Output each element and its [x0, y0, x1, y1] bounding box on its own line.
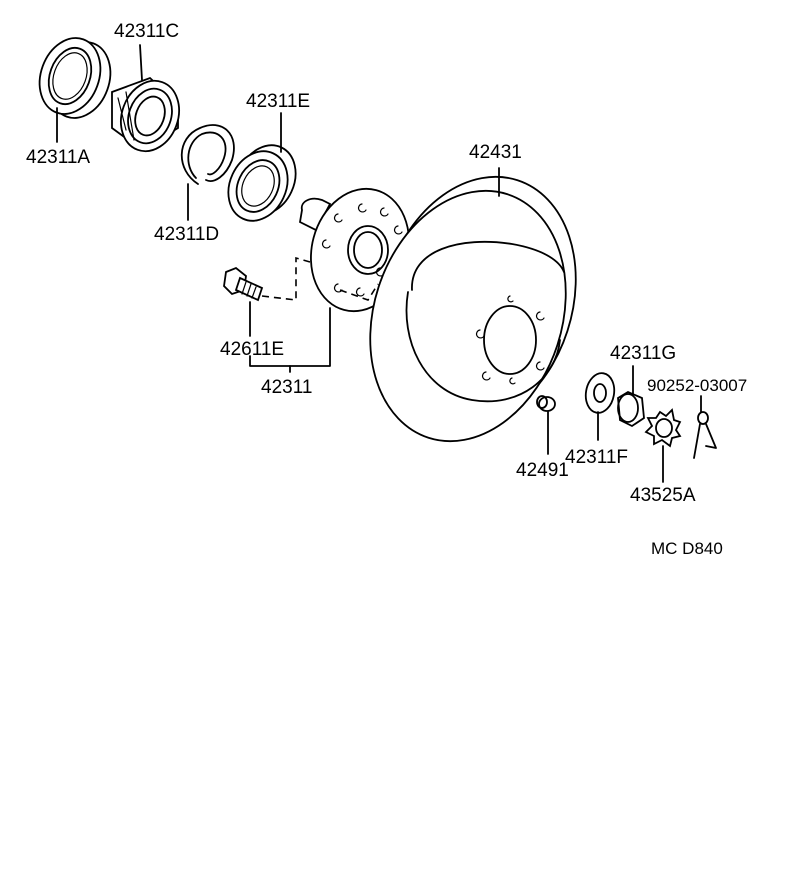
label-42611E: 42611E	[220, 339, 284, 360]
label-43525A: 43525A	[630, 485, 696, 506]
label-42491: 42491	[516, 460, 569, 481]
label-42311C: 42311C	[114, 21, 179, 42]
label-42311D: 42311D	[154, 224, 219, 245]
oil-seal-42311A	[38, 37, 112, 119]
disc-rotor-42431	[369, 175, 577, 443]
label-42311F: 42311F	[565, 447, 628, 468]
label-42311: 42311	[261, 377, 312, 398]
bearing-42311C	[111, 76, 180, 153]
label-42311G: 42311G	[610, 343, 676, 364]
label-42311A: 42311A	[26, 147, 90, 168]
washer-42311F	[584, 372, 616, 414]
nut-lock-cap-43525A	[644, 408, 682, 448]
nut-42311G	[617, 390, 645, 428]
drawing-code: MC D840	[651, 539, 723, 558]
label-90252-03007: 90252-03007	[647, 376, 747, 395]
screw-42491	[536, 395, 556, 412]
hub-bolt-42611E	[223, 266, 264, 302]
cotter-pin-90252-03007	[693, 411, 717, 459]
oil-seal-42311E	[227, 144, 297, 222]
label-42311E: 42311E	[246, 91, 310, 112]
bolt-path-dashed-2	[339, 283, 379, 301]
bolt-path-dashed	[261, 256, 311, 301]
label-42431: 42431	[469, 142, 522, 163]
leader-lines	[56, 44, 702, 483]
snap-ring-42311D	[180, 124, 235, 185]
